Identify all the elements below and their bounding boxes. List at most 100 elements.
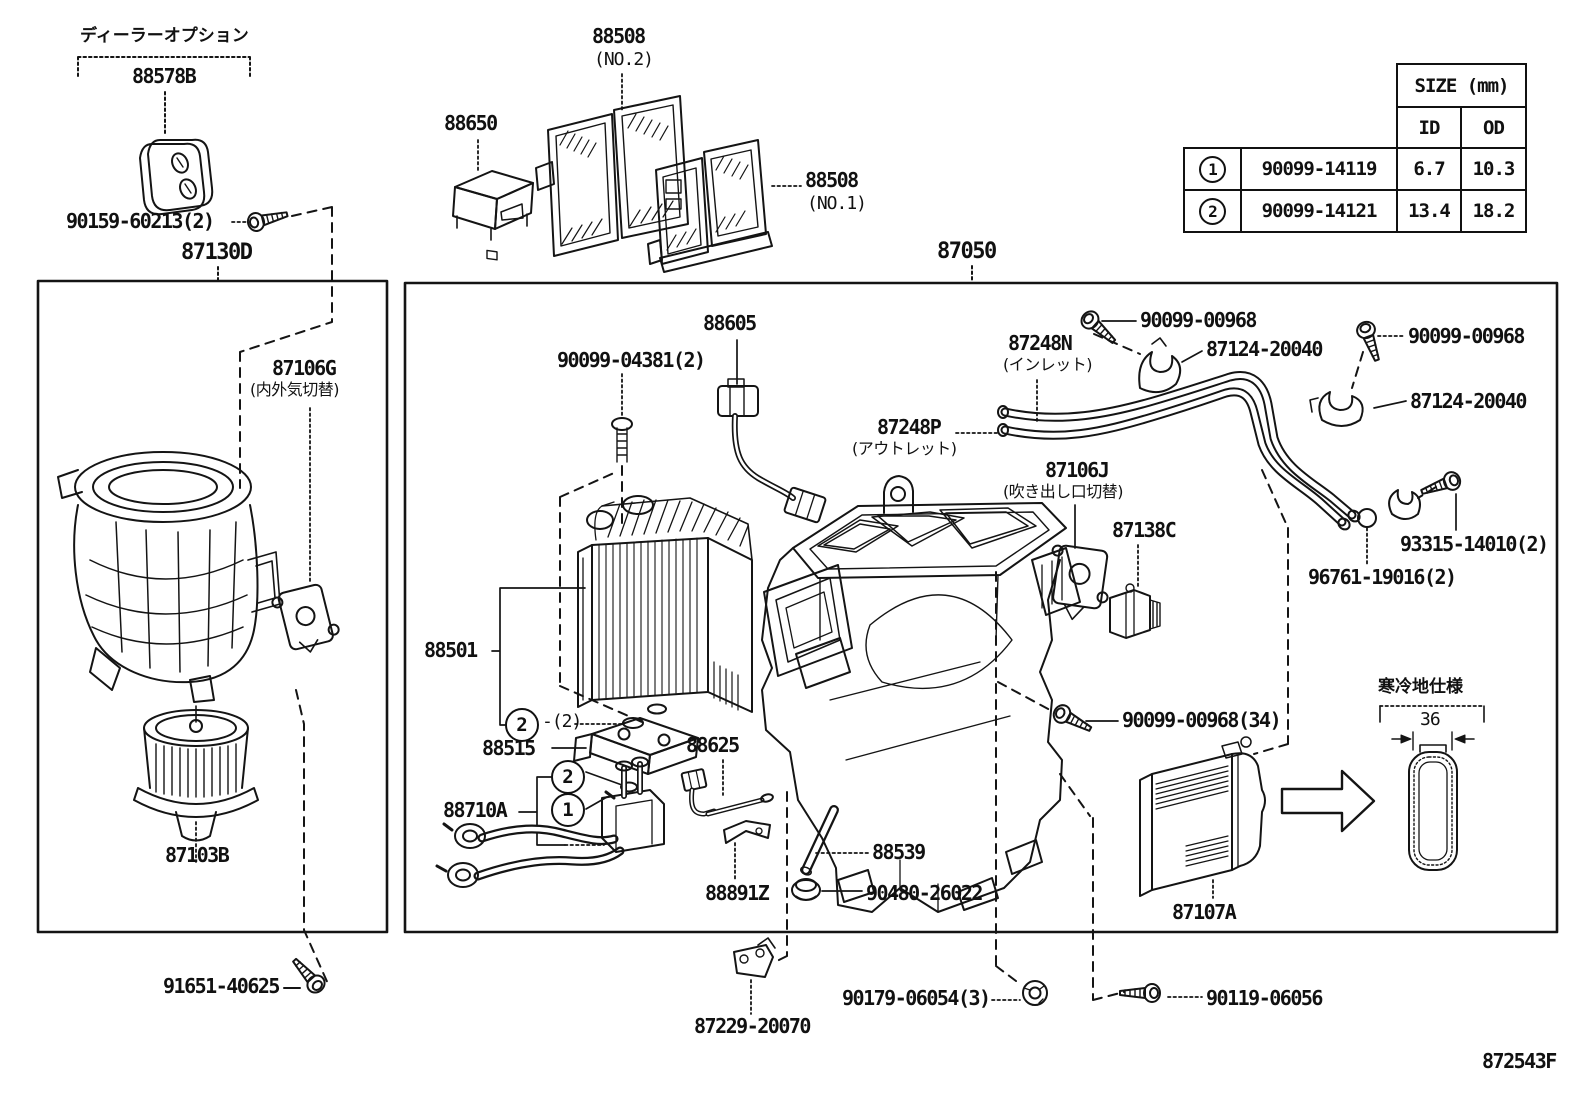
label-evap-qty: -(2) [542,711,582,732]
label-93315-14010: 93315-14010(2) [1400,532,1549,556]
intake-servo-drawing [271,407,340,653]
callout-pipe-qty1: 1 [551,793,585,827]
label-88515: 88515 [482,736,536,760]
hvac-case-drawing [761,475,1081,913]
label-87248N-sub: (インレット) [1003,355,1093,374]
heater-pipes-drawing [955,371,1361,531]
label-87124-20040-right: 87124-20040 [1410,389,1527,413]
pipe-assy-drawing [435,756,665,888]
size-table-row1-num: 1 [1183,147,1242,191]
callout-evap-qty2: 2 [505,708,539,742]
label-87106G-sub: (内外気切替) [250,380,340,399]
hvac-box-frame [403,281,1559,934]
lower-fasteners [991,980,1203,1006]
label-90480-26022: 90480-26022 [866,881,983,905]
label-88508-no2-sub: (NO.2) [594,49,654,70]
cold-spec-width: 36 [1420,709,1441,730]
label-87130D: 87130D [181,240,253,265]
label-90159-60213: 90159-60213(2) [66,209,215,233]
blower-screw-drawing [283,953,330,997]
cold-spec-title: 寒冷地仕様 [1378,677,1463,697]
label-87103B: 87103B [165,843,230,867]
screw-00968-34-drawing [1049,701,1119,738]
label-88508-no1: 88508 [805,168,859,192]
label-90099-04381: 90099-04381(2) [557,348,706,372]
blower-housing-drawing [57,451,281,703]
clamp-88891z-drawing [723,820,771,881]
label-88891Z: 88891Z [705,881,770,905]
clamp-left-drawing [1077,306,1203,394]
size-table-col-od: OD [1460,106,1527,149]
label-88710A: 88710A [443,798,508,822]
cold-spec-drawing [1379,705,1485,871]
label-87248P: 87248P [877,415,942,439]
label-88501: 88501 [424,638,478,662]
blower-motor-drawing [133,705,259,863]
label-88508-no1-sub: (NO.1) [807,193,867,214]
clamp-right-drawing [1309,318,1407,427]
blower-box-frame [36,279,389,934]
label-87124-20040-left: 87124-20040 [1206,337,1323,361]
wire-88625-drawing [680,759,774,817]
label-96761-19016: 96761-19016(2) [1308,565,1457,589]
evaporator-drawing [577,495,753,713]
label-87107A: 87107A [1172,900,1237,924]
label-90099-00968-34: 90099-00968(34) [1122,708,1282,732]
size-table-row1-od: 10.3 [1460,147,1527,191]
filter-no2-drawing [535,73,689,257]
dealer-grommet-drawing [139,138,214,216]
label-90119-06056: 90119-06056 [1206,986,1323,1010]
drain-grommet-drawing [791,878,863,901]
filter-no1-drawing [647,139,802,273]
size-table-row2-id: 13.4 [1396,189,1462,233]
label-88578B: 88578B [132,64,197,88]
label-91651-40625: 91651-40625 [163,974,280,998]
size-table-row2-od: 18.2 [1460,189,1527,233]
label-87138C: 87138C [1112,518,1177,542]
label-90099-00968-left: 90099-00968 [1140,308,1257,332]
resistor-drawing [1109,544,1161,639]
label-87248N: 87248N [1008,331,1073,355]
label-87229-20070: 87229-20070 [694,1014,811,1038]
evap-bolt-drawing [611,373,633,525]
evaporator-bracket-lines [491,587,667,729]
bracket-87229-drawing [733,937,776,1015]
mode-servo-drawing [1051,504,1109,621]
callout-pipe-qty2: 2 [551,760,585,794]
clamp-93315-drawing [1388,468,1464,531]
dealer-option-bracket [77,56,251,137]
label-88539: 88539 [872,840,926,864]
label-87106J-sub: (吹き出し口切替) [1003,482,1124,501]
circled-1: 1 [1199,155,1226,183]
dealer-option-title: ディーラーオプション [80,26,249,46]
label-88605: 88605 [703,311,757,335]
label-87106G: 87106G [272,356,337,380]
drain-hose-drawing [800,805,869,876]
size-table-row1-part: 90099-14119 [1240,147,1398,191]
label-87050: 87050 [937,239,997,264]
label-88625: 88625 [686,733,740,757]
thermistor-drawing [717,339,827,524]
drawing-code: 872543F [1482,1049,1557,1073]
oring-96761-drawing [1357,508,1377,565]
label-90179-06054: 90179-06054(3) [842,986,991,1010]
cold-spec-arrow [1280,769,1376,833]
amplifier-drawing [452,139,534,261]
expansion-valve-drawing [551,717,699,775]
size-table-title: SIZE (mm) [1396,63,1527,108]
circled-2: 2 [1199,197,1226,225]
construction-dashes-left-bottom [295,689,330,987]
construction-dashes-left-top [239,206,333,489]
size-table-row1-id: 6.7 [1396,147,1462,191]
label-88650: 88650 [444,111,498,135]
size-table-row2-num: 2 [1183,189,1242,233]
evaporator-dashed-outline [559,472,643,723]
size-table-row2-part: 90099-14121 [1240,189,1398,233]
case-construction-dashes [774,469,1289,1001]
label-87248P-sub: (アウトレット) [852,439,957,458]
label-88508-no2: 88508 [592,24,646,48]
heater-core-drawing [1139,736,1266,899]
label-90099-00968-right: 90099-00968 [1408,324,1525,348]
